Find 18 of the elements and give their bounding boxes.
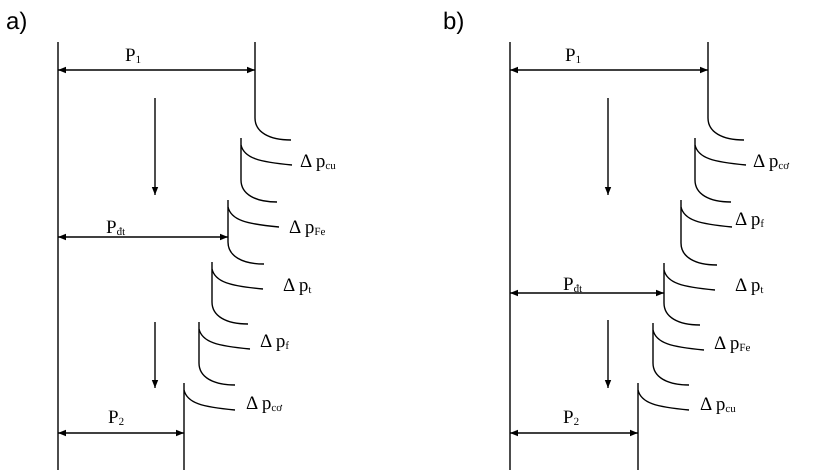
power-label: P$_{1}$	[565, 46, 582, 66]
panel-label: b)	[443, 10, 464, 34]
power-label: P$_{đt}$	[106, 218, 126, 238]
panel-label: a)	[6, 10, 28, 34]
power-loss-label: Δ p$_{cơ}$	[753, 152, 790, 172]
power-loss-label: Δ p$_{Fe}$	[714, 334, 750, 354]
power-loss-label: Δ p$_{f}$	[260, 332, 290, 352]
power-loss-label: Δ p$_{cu}$	[700, 395, 736, 415]
power-label: P$_{2}$	[563, 408, 580, 428]
power-label: P$_{đt}$	[563, 275, 582, 295]
power-loss-label: Δ p$_{Fe}$	[289, 218, 326, 238]
power-loss-label: Δ p$_{cơ}$	[246, 394, 282, 414]
power-loss-label: Δ p$_{t}$	[735, 276, 764, 296]
power-label: P$_{1}$	[125, 46, 142, 66]
power-loss-label: Δ p$_{cu}$	[300, 152, 336, 172]
power-loss-label: Δ p$_{t}$	[283, 276, 312, 296]
power-loss-label: Δ p$_{f}$	[735, 210, 764, 230]
power-label: P$_{2}$	[108, 408, 124, 428]
